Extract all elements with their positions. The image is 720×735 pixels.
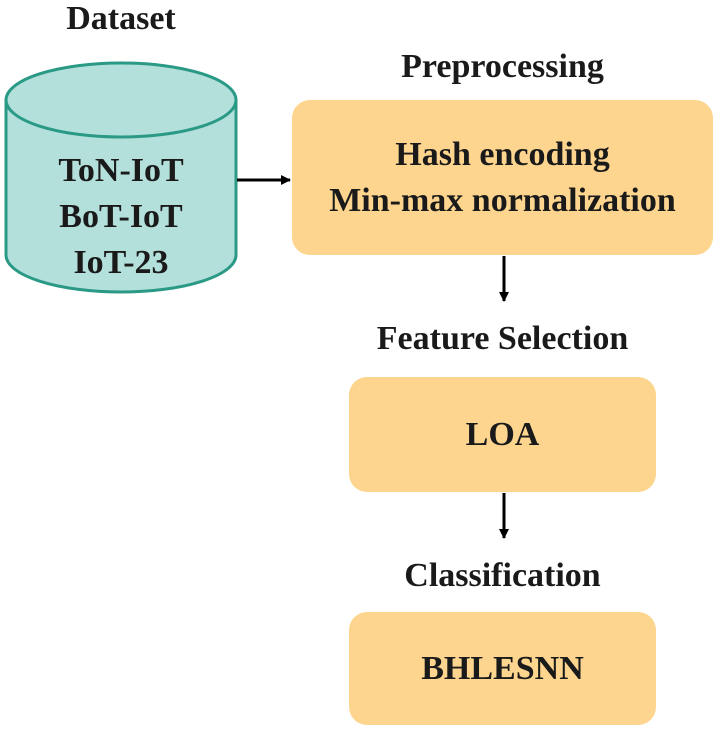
classification-title: Classification <box>404 557 601 594</box>
dataset-item: IoT-23 <box>73 244 169 281</box>
database-cylinder-icon <box>4 61 238 294</box>
feature-selection-title: Feature Selection <box>376 320 629 357</box>
classification-box: BHLESNN <box>349 612 656 725</box>
dataset-list: ToN-IoT BoT-IoT IoT-23 <box>5 148 237 286</box>
preprocessing-step: Min-max normalization <box>329 181 676 219</box>
preprocessing-title: Preprocessing <box>401 48 604 85</box>
classification-method: BHLESNN <box>421 649 584 687</box>
feature-selection-box: LOA <box>349 377 656 492</box>
preprocessing-box: Hash encoding Min-max normalization <box>292 100 713 255</box>
dataset-item: BoT-IoT <box>59 198 183 235</box>
dataset-item: ToN-IoT <box>58 152 184 189</box>
dataset-title: Dataset <box>66 0 176 37</box>
preprocessing-step: Hash encoding <box>395 135 610 173</box>
feature-selection-method: LOA <box>465 415 540 453</box>
